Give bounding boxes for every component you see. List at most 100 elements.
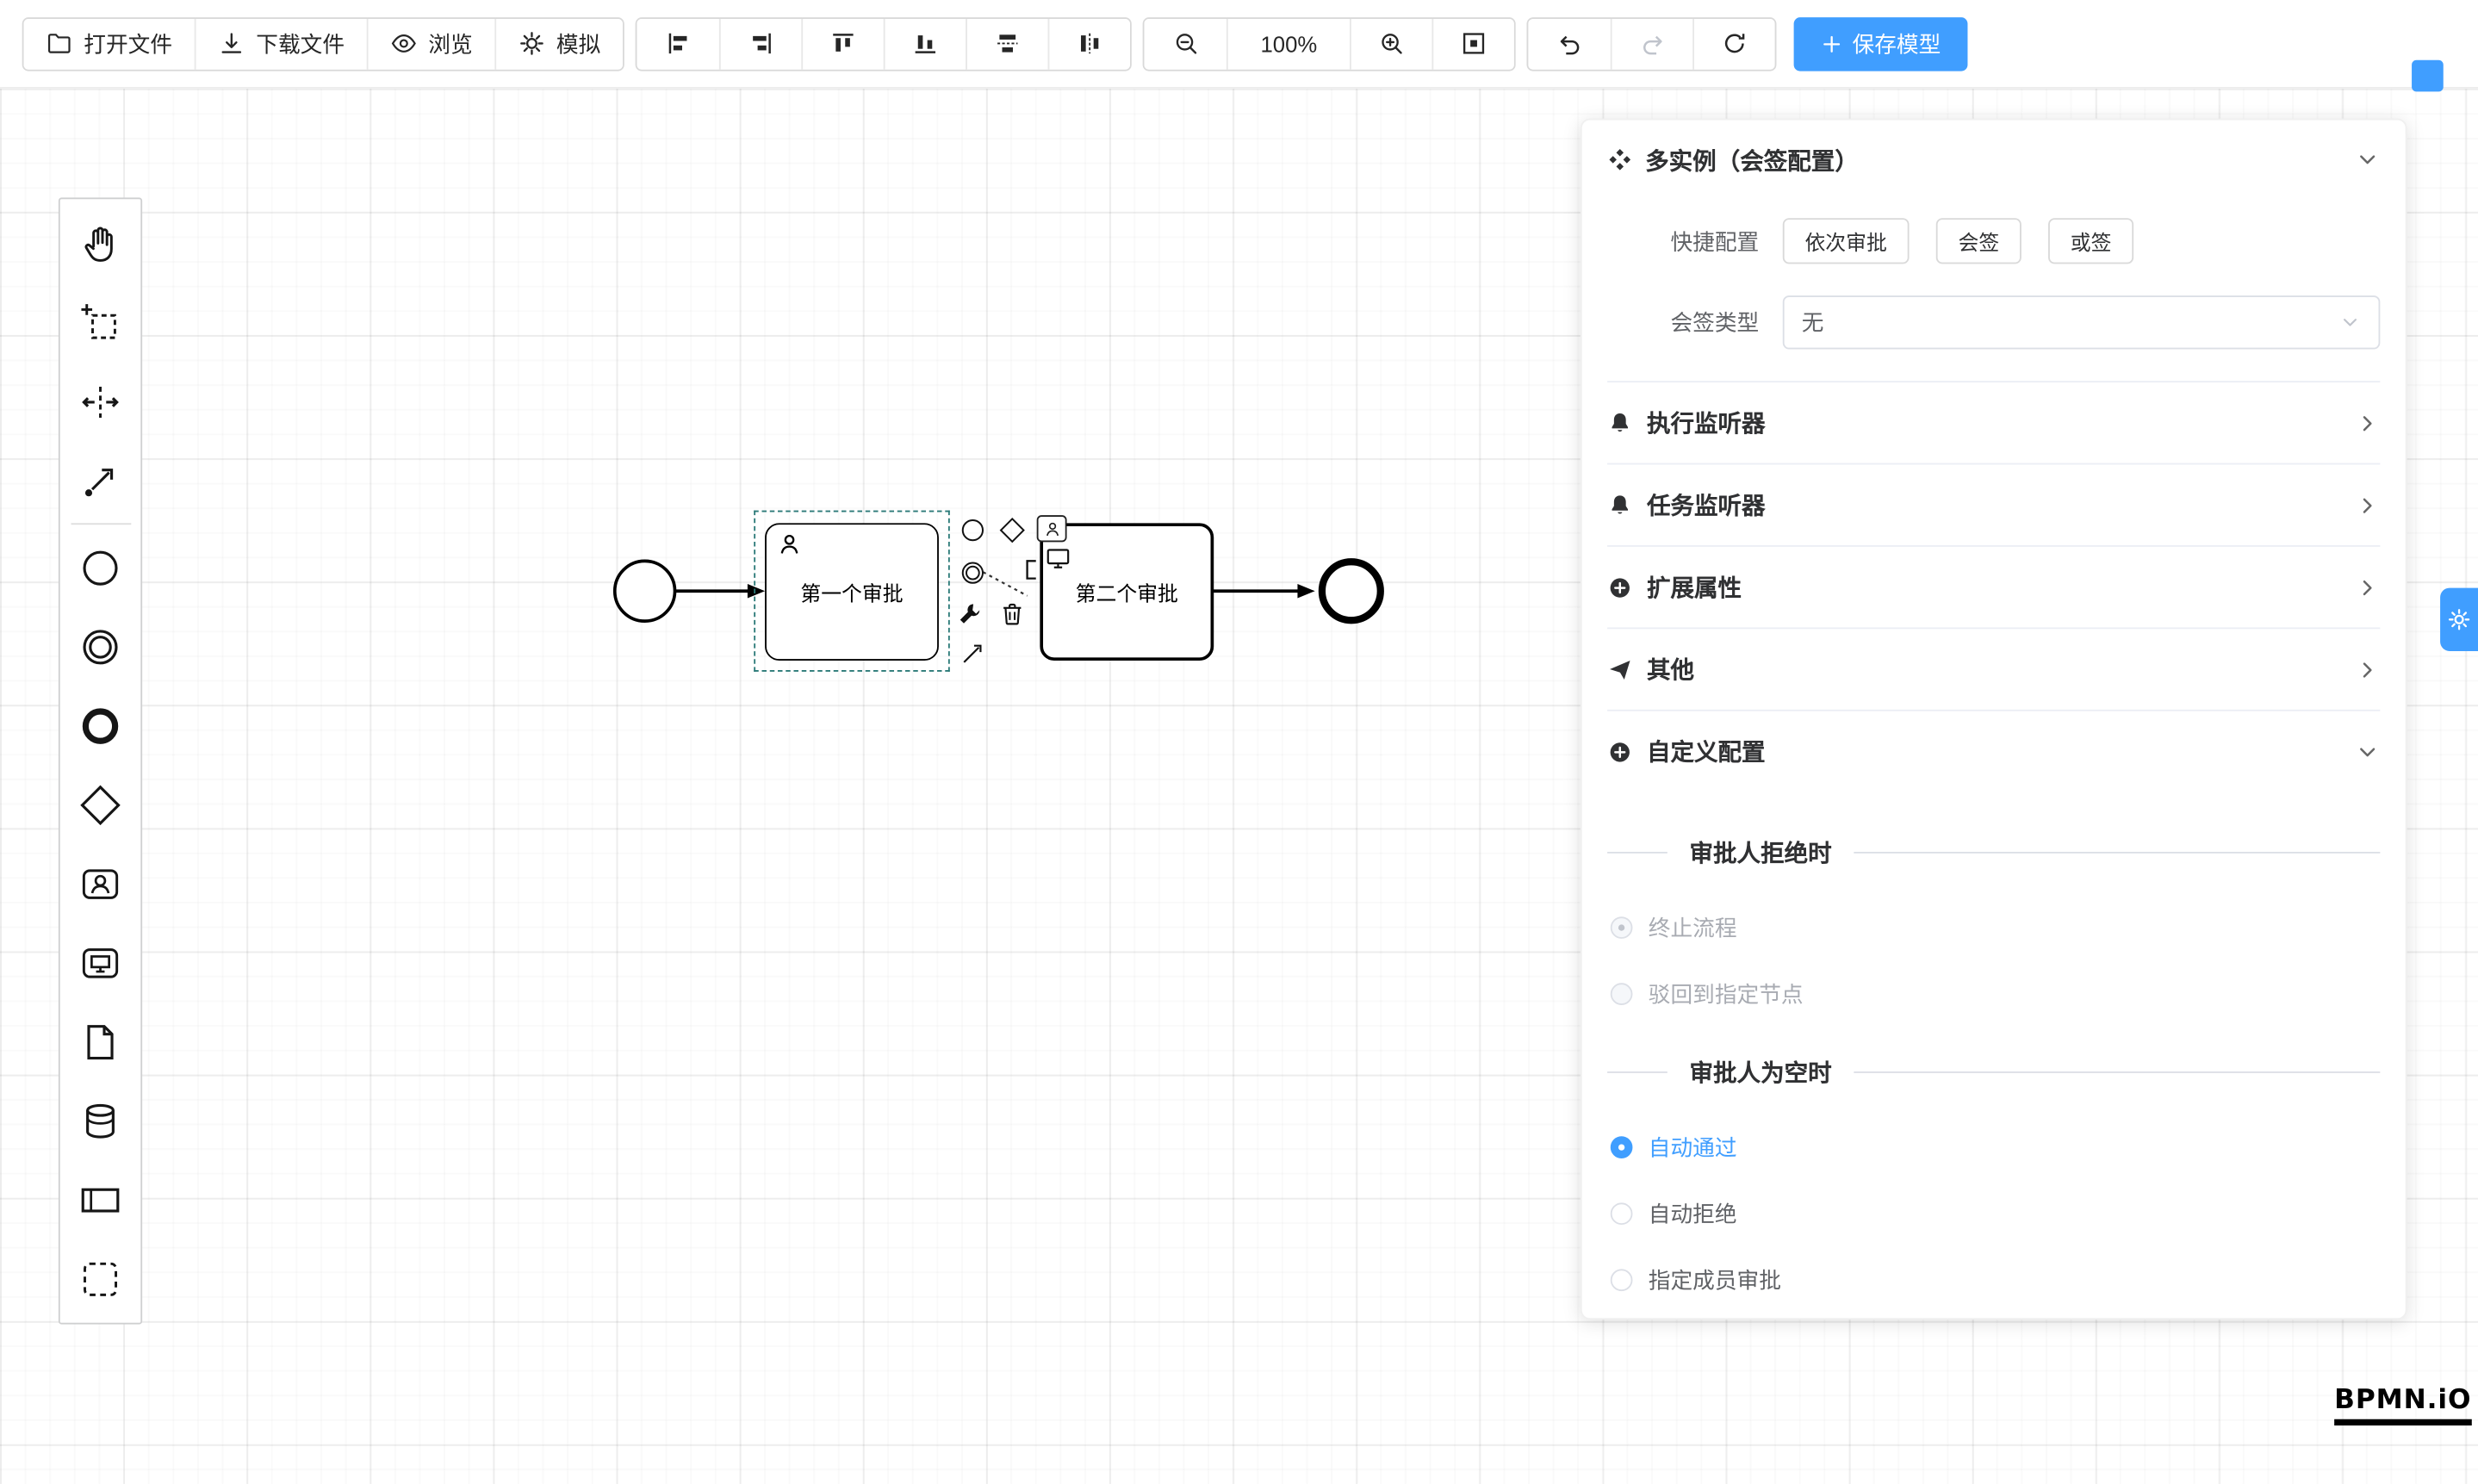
quick-option-countersign-button[interactable]: 会签	[1935, 218, 2022, 264]
minimap-toggle[interactable]	[2412, 59, 2444, 92]
append-intermediate-event-icon[interactable]	[960, 560, 986, 587]
create-start-event[interactable]	[64, 528, 136, 607]
delete-trash-icon[interactable]	[999, 600, 1026, 627]
intermediate-event-icon	[79, 625, 122, 668]
hand-tool[interactable]	[64, 204, 136, 283]
divider-line	[1607, 1071, 1668, 1073]
align-top-icon	[829, 30, 856, 57]
user-task-second-approval[interactable]: 第二个审批	[1040, 523, 1214, 661]
align-center-vertical-icon	[1077, 30, 1103, 57]
multi-instance-icon	[1607, 147, 1632, 172]
radio-auto-pass[interactable]: 自动通过	[1607, 1115, 2380, 1181]
divider-line	[1607, 852, 1668, 854]
zoom-out-icon	[1172, 30, 1199, 57]
panel-settings-tab[interactable]	[2440, 587, 2478, 651]
simulate-button[interactable]: 模拟	[494, 18, 623, 69]
section-task-listener[interactable]: 任务监听器	[1607, 463, 2381, 545]
radio-icon	[1610, 1202, 1633, 1226]
change-type-wrench-icon[interactable]	[956, 600, 983, 627]
bell-icon	[1607, 493, 1632, 518]
connect-icon	[79, 459, 122, 502]
start-event[interactable]	[612, 559, 677, 623]
radio-specified-member[interactable]: 指定成员审批	[1607, 1247, 2380, 1313]
align-right-button[interactable]	[718, 18, 802, 69]
radio-label: 指定成员审批	[1648, 1267, 1781, 1293]
create-intermediate-event[interactable]	[64, 607, 136, 686]
screen-task-icon[interactable]	[1045, 545, 1071, 572]
append-user-task-icon[interactable]	[1036, 515, 1067, 543]
zoom-out-button[interactable]	[1144, 18, 1227, 69]
align-center-horizontal-button[interactable]	[966, 18, 1048, 69]
section-execution-listener[interactable]: 执行监听器	[1607, 381, 2381, 463]
section-extended-properties[interactable]: 扩展属性	[1607, 545, 2381, 627]
eye-icon	[390, 30, 417, 57]
create-group[interactable]	[64, 1239, 136, 1319]
align-center-vertical-button[interactable]	[1047, 18, 1130, 69]
restart-icon	[1721, 30, 1748, 57]
save-model-button[interactable]: 保存模型	[1793, 16, 1968, 71]
properties-panel: 多实例（会签配置） 快捷配置 依次审批 会签 或签 会签类型 无 执行监听器	[1580, 118, 2407, 1320]
divider-line	[1854, 1071, 2381, 1073]
section-other[interactable]: 其他	[1607, 627, 2381, 709]
bell-icon	[1607, 410, 1632, 435]
end-event[interactable]	[1318, 558, 1384, 624]
radio-icon	[1610, 1136, 1633, 1158]
quick-option-orsign-button[interactable]: 或签	[2048, 218, 2134, 264]
user-task-first-approval[interactable]: 第一个审批	[765, 523, 939, 661]
palette-separator	[70, 523, 131, 525]
open-file-button[interactable]: 打开文件	[23, 18, 195, 69]
plus-circle-icon	[1607, 574, 1632, 599]
bpmn-io-logo[interactable]: BPMN.iO	[2334, 1384, 2472, 1426]
chevron-right-icon	[2355, 574, 2380, 599]
redo-button[interactable]	[1610, 18, 1693, 69]
countersign-type-select[interactable]: 无	[1782, 295, 2381, 350]
palette	[58, 197, 143, 1325]
chevron-right-icon	[2355, 410, 2380, 435]
create-end-event[interactable]	[64, 686, 136, 765]
radio-icon	[1610, 983, 1633, 1005]
append-gateway-icon[interactable]	[999, 517, 1026, 543]
append-text-annotation-icon[interactable]	[1018, 556, 1045, 583]
folder-icon	[46, 30, 72, 57]
multi-instance-header[interactable]: 多实例（会签配置）	[1607, 120, 2380, 199]
lasso-icon	[79, 301, 122, 345]
download-icon	[218, 30, 245, 57]
connect-arrow-icon[interactable]	[960, 640, 986, 667]
zoom-in-button[interactable]	[1350, 18, 1432, 69]
task-label: 第一个审批	[800, 581, 904, 605]
participant-icon	[79, 1178, 122, 1221]
restart-button[interactable]	[1692, 18, 1775, 69]
file-button-group: 打开文件 下载文件 浏览 模拟	[22, 16, 624, 71]
bpmn-diagram	[612, 558, 1384, 624]
radio-label: 自动拒绝	[1648, 1201, 1737, 1226]
create-datastore[interactable]	[64, 1081, 136, 1160]
create-participant[interactable]	[64, 1160, 136, 1239]
quick-option-sequential-button[interactable]: 依次审批	[1782, 218, 1910, 264]
chevron-right-icon	[2355, 656, 2380, 681]
radio-label: 终止流程	[1648, 915, 1737, 941]
align-top-button[interactable]	[801, 18, 884, 69]
countersign-type-label: 会签类型	[1670, 309, 1760, 335]
create-task[interactable]	[64, 923, 136, 1003]
space-tool[interactable]	[64, 362, 136, 441]
download-file-button[interactable]: 下载文件	[194, 18, 367, 69]
radio-auto-reject[interactable]: 自动拒绝	[1607, 1181, 2380, 1247]
create-document[interactable]	[64, 1002, 136, 1081]
align-bottom-button[interactable]	[883, 18, 966, 69]
create-user-task[interactable]	[64, 844, 136, 923]
section-custom-config[interactable]: 自定义配置	[1607, 709, 2381, 792]
append-end-event-icon[interactable]	[960, 517, 986, 543]
section-label: 扩展属性	[1646, 574, 1742, 603]
history-button-group	[1526, 16, 1777, 71]
zoom-fit-button[interactable]	[1432, 18, 1514, 69]
global-connect-tool[interactable]	[64, 441, 136, 520]
align-left-button[interactable]	[637, 18, 719, 69]
radio-label: 驳回到指定节点	[1648, 981, 1804, 1007]
task-icon	[79, 941, 122, 984]
undo-button[interactable]	[1528, 18, 1611, 69]
create-gateway[interactable]	[64, 765, 136, 844]
lasso-tool[interactable]	[64, 283, 136, 362]
preview-button[interactable]: 浏览	[366, 18, 495, 69]
document-icon	[79, 1020, 122, 1063]
